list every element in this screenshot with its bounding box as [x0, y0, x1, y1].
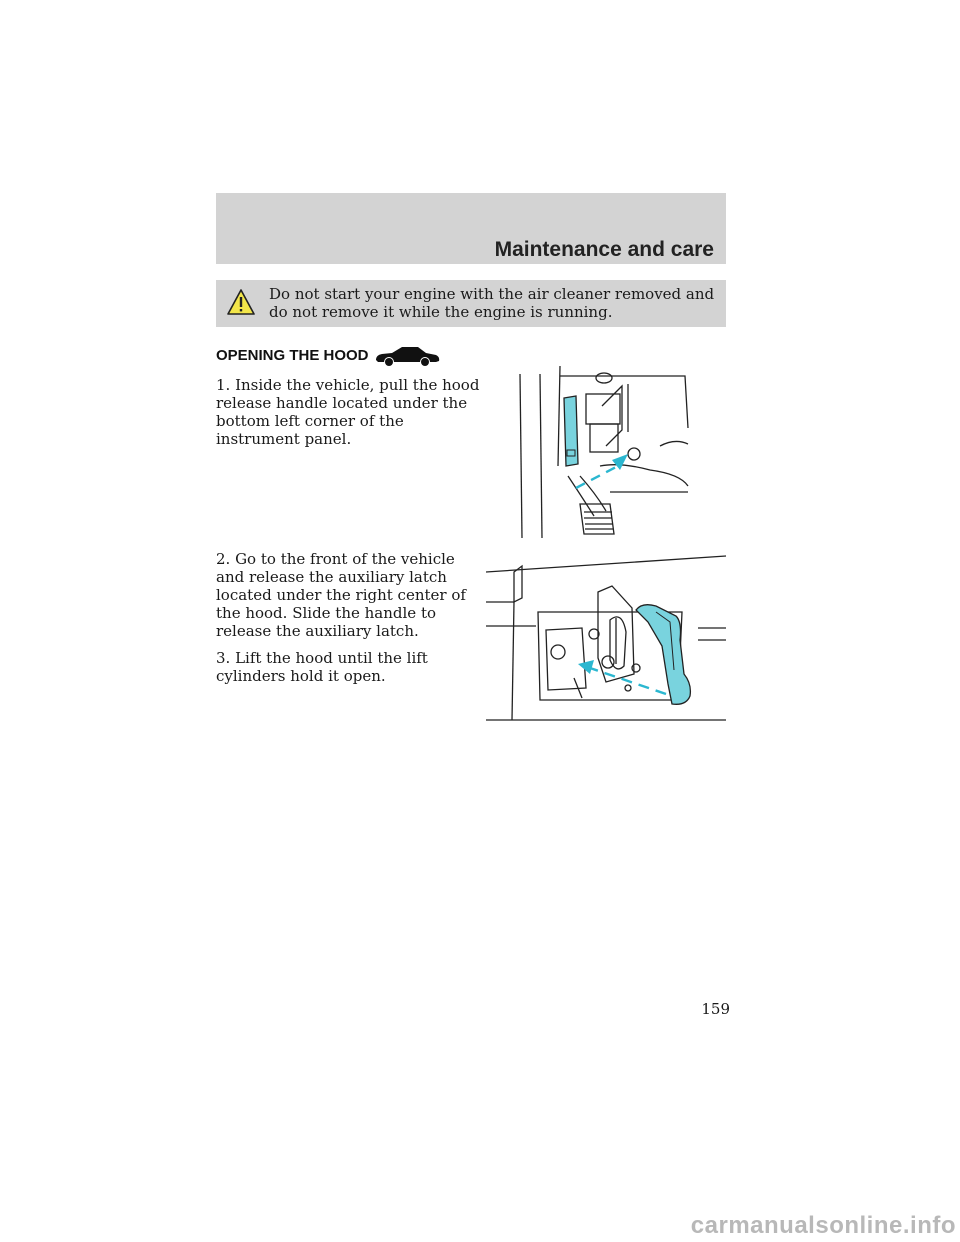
- section-header-band: Maintenance and care: [216, 193, 726, 264]
- step-3-text: 3. Lift the hood until the lift cylinder…: [216, 649, 428, 685]
- car-icon: [376, 347, 440, 366]
- section-heading: OPENING THE HOOD: [216, 347, 369, 364]
- page-number: 159: [701, 1000, 730, 1018]
- step-2-text: 2. Go to the front of the vehicle and re…: [216, 550, 466, 640]
- warning-triangle-icon: [227, 289, 255, 315]
- warning-text: Do not start your engine with the air cl…: [269, 285, 715, 321]
- watermark: carmanualsonline.info: [690, 1212, 956, 1239]
- step-1-text: 1. Inside the vehicle, pull the hood rel…: [216, 376, 480, 448]
- auxiliary-latch-illustration: [486, 555, 727, 721]
- hood-release-handle-illustration: [519, 366, 689, 539]
- warning-box: Do not start your engine with the air cl…: [216, 280, 726, 327]
- section-title: Maintenance and care: [494, 238, 714, 261]
